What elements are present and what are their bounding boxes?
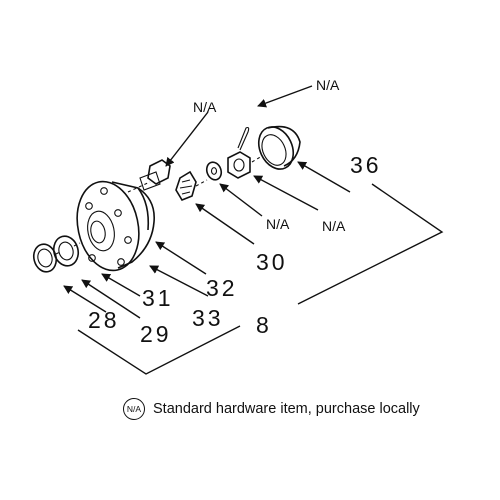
callout-28: 28 bbox=[88, 307, 120, 333]
callout-labels: N/A N/A 36 N/A N/A 30 32 31 33 8 28 29 bbox=[88, 77, 382, 347]
callout-29: 29 bbox=[140, 321, 172, 347]
na-badge-icon: N/A bbox=[123, 398, 145, 420]
na-label-lower-left: N/A bbox=[266, 216, 290, 232]
washer bbox=[205, 161, 223, 181]
na-label-lower-right: N/A bbox=[322, 218, 346, 234]
legend-text: Standard hardware item, purchase locally bbox=[153, 401, 420, 417]
hub-body bbox=[76, 180, 155, 272]
bearing-seal bbox=[52, 235, 80, 267]
callout-32: 32 bbox=[206, 275, 238, 301]
callout-33: 33 bbox=[192, 305, 224, 331]
na-label-top-left: N/A bbox=[193, 99, 217, 115]
spindle-nut bbox=[175, 170, 208, 201]
callout-8: 8 bbox=[256, 312, 272, 338]
na-label-top-right: N/A bbox=[316, 77, 340, 93]
callout-36: 36 bbox=[350, 152, 382, 178]
wheel-stud bbox=[127, 159, 171, 193]
callout-30: 30 bbox=[256, 249, 288, 275]
legend: N/A Standard hardware item, purchase loc… bbox=[123, 397, 420, 421]
dust-cap bbox=[257, 125, 301, 170]
callout-31: 31 bbox=[142, 285, 174, 311]
hex-nut bbox=[227, 126, 263, 179]
leader-lines bbox=[63, 85, 444, 375]
grease-seal bbox=[32, 242, 81, 273]
